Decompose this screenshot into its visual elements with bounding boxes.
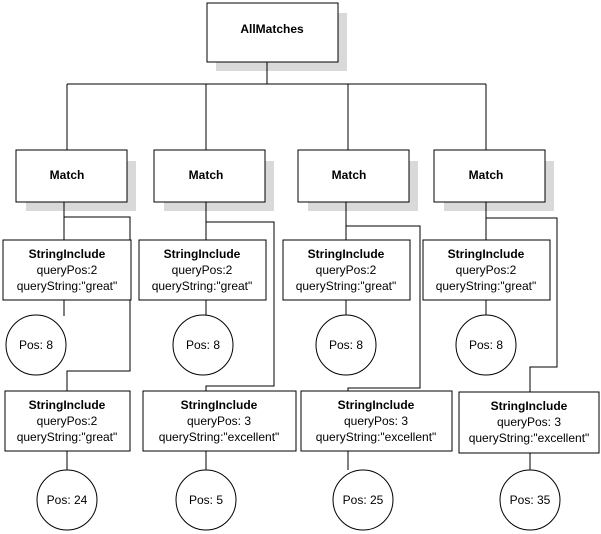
- query-string: queryString:"great": [436, 279, 537, 293]
- result-node: Pos: 25: [332, 469, 394, 531]
- query-string: queryString:"excellent": [316, 430, 437, 444]
- match-label: Match: [469, 168, 504, 182]
- node-title: StringInclude: [181, 398, 258, 412]
- result-label: Pos: 24: [47, 493, 88, 507]
- result-node: Pos: 35: [499, 469, 561, 531]
- query-string: queryString:"great": [296, 279, 397, 293]
- query-pos: queryPos:2: [37, 263, 98, 277]
- match-node-3: Match: [297, 149, 410, 203]
- match-label: Match: [50, 168, 85, 182]
- query-pos: queryPos:2: [37, 414, 98, 428]
- query-string: queryString:"great": [17, 279, 118, 293]
- result-label: Pos: 35: [510, 493, 551, 507]
- query-pos: queryPos:2: [456, 263, 517, 277]
- result-label: Pos: 8: [329, 338, 363, 352]
- query-pos: queryPos:2: [316, 263, 377, 277]
- query-pos: queryPos: 3: [187, 414, 251, 428]
- string-include-node: StringInclude queryPos: 3 queryString:"e…: [300, 390, 453, 452]
- string-include-node: StringInclude queryPos:2 queryString:"gr…: [2, 239, 132, 301]
- result-node: Pos: 8: [315, 314, 377, 376]
- query-string: queryString:"excellent": [159, 430, 280, 444]
- query-string: queryString:"great": [152, 279, 253, 293]
- result-node: Pos: 8: [455, 314, 517, 376]
- string-include-node: StringInclude queryPos: 3 queryString:"e…: [142, 390, 297, 452]
- query-pos: queryPos:2: [172, 263, 233, 277]
- result-label: Pos: 25: [343, 493, 384, 507]
- match-label: Match: [189, 168, 224, 182]
- node-title: StringInclude: [29, 247, 106, 261]
- query-pos: queryPos: 3: [497, 415, 561, 429]
- root-label: AllMatches: [240, 22, 304, 36]
- query-string: queryString:"great": [17, 430, 118, 444]
- node-title: StringInclude: [164, 247, 241, 261]
- root-node: AllMatches: [206, 2, 339, 63]
- node-title: StringInclude: [448, 247, 525, 261]
- result-node: Pos: 24: [36, 469, 98, 531]
- string-include-node: StringInclude queryPos: 3 queryString:"e…: [458, 391, 600, 454]
- result-label: Pos: 8: [186, 338, 220, 352]
- string-include-node: StringInclude queryPos:2 queryString:"gr…: [138, 239, 267, 301]
- query-pos: queryPos: 3: [344, 414, 408, 428]
- match-node-2: Match: [153, 149, 266, 203]
- string-include-node: StringInclude queryPos:2 queryString:"gr…: [4, 390, 131, 452]
- result-node: Pos: 5: [175, 469, 237, 531]
- node-title: StringInclude: [29, 398, 106, 412]
- node-title: StringInclude: [491, 399, 568, 413]
- node-title: StringInclude: [338, 398, 415, 412]
- match-node-4: Match: [433, 149, 546, 203]
- match-label: Match: [332, 168, 367, 182]
- match-node-1: Match: [15, 149, 128, 203]
- query-string: queryString:"excellent": [469, 431, 590, 445]
- result-label: Pos: 5: [189, 493, 223, 507]
- result-node: Pos: 8: [172, 314, 234, 376]
- result-label: Pos: 8: [469, 338, 503, 352]
- result-label: Pos: 8: [19, 338, 53, 352]
- string-include-node: StringInclude queryPos:2 queryString:"gr…: [422, 239, 551, 301]
- result-node: Pos: 8: [5, 314, 67, 376]
- string-include-node: StringInclude queryPos:2 queryString:"gr…: [282, 239, 411, 301]
- node-title: StringInclude: [308, 247, 385, 261]
